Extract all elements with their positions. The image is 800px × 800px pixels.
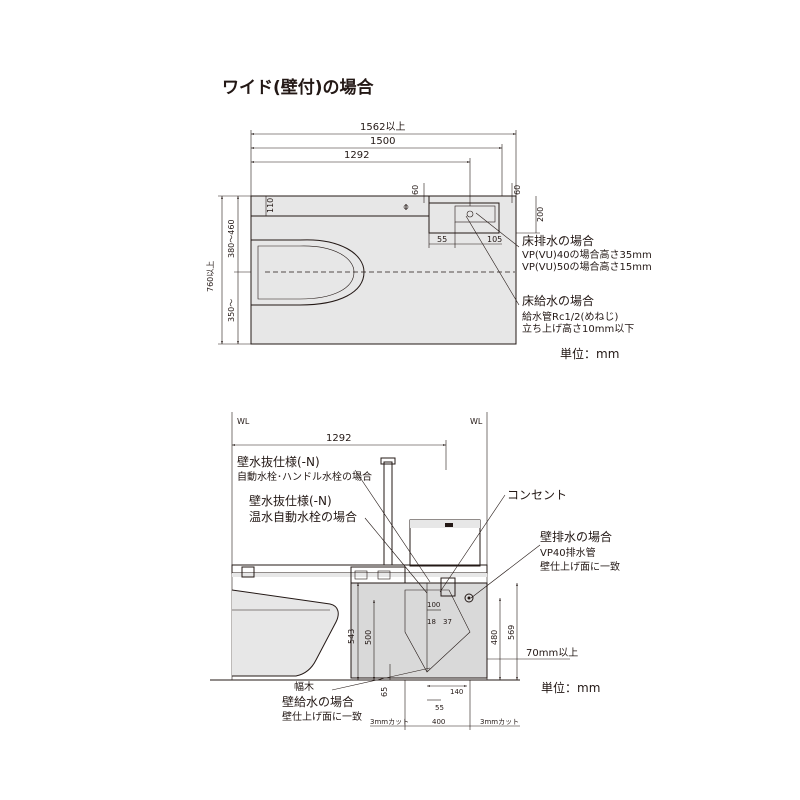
cut-left: 3mmカット [370,718,409,726]
elev-dim-140: 140 [450,688,463,696]
dim-380-460: 380～460 [227,219,236,258]
dim-60-left: 60 [411,185,420,195]
dim-200: 200 [536,207,545,222]
elev-dim-500: 500 [364,630,373,645]
floor-supply-note-1: 給水管Rc1/2(めねじ) [522,310,618,323]
elev-dim-65: 65 [380,687,389,697]
wall-supply-title: 壁給水の場合 [282,694,354,709]
elev-dim-55: 55 [435,704,444,712]
elev-dim-100: 100 [427,601,440,609]
wall-drain-note-2: 壁仕上げ面に一致 [540,560,620,573]
wl-right-label: WL [470,417,483,426]
plan-sink-box [428,202,500,234]
dim-1292: 1292 [344,150,369,161]
elev-dim-70: 70mm以上 [526,647,578,659]
elev-dim-569: 569 [507,625,516,640]
wall-n2-sub: 温水自動水栓の場合 [249,509,357,524]
dim-55: 55 [437,235,447,244]
wall-drain-title: 壁排水の場合 [540,529,612,544]
dim-105: 105 [487,235,502,244]
elev-dim-37: 37 [443,618,452,626]
floor-drain-title: 床排水の場合 [522,233,594,248]
dim-350: 350～ [227,299,236,322]
wall-n2-title: 壁水抜仕様(-N) [249,493,332,508]
dim-760: 760以上 [206,261,215,292]
plan-view: 1562以上 1500 1292 60 60 110 200 55 105 76… [206,121,652,361]
dim-60-right: 60 [513,185,522,195]
elev-dim-543: 543 [347,629,356,644]
wall-n1-title: 壁水抜仕様(-N) [237,454,320,469]
wall-drain-note-1: VP40排水管 [540,546,596,559]
elev-dim-480: 480 [490,630,499,645]
dim-110: 110 [266,198,275,213]
floor-drain-note-2: VP(VU)50の場合高さ15mm [522,260,652,273]
wl-left-label: WL [237,417,250,426]
wall-supply-sub: 壁仕上げ面に一致 [282,710,362,723]
baseboard-label: 幅木 [294,680,314,693]
elev-dim-1292: 1292 [326,433,351,444]
elev-dim-400: 400 [432,718,445,726]
elevation-view: WL WL 1292 100 [210,412,620,730]
elev-toilet [232,590,339,676]
page-title: ワイド(壁付)の場合 [222,77,375,98]
floor-supply-note-2: 立ち上げ高さ10mm以下 [522,322,634,335]
dim-1500: 1500 [370,136,395,147]
plan-cabinet [251,196,516,344]
elev-dim-18: 18 [427,618,436,626]
elev-unit-label: 単位：mm [541,680,600,695]
dim-1562: 1562以上 [360,121,405,133]
floor-drain-note-1: VP(VU)40の場合高さ35mm [522,248,652,261]
floor-supply-title: 床給水の場合 [522,293,594,308]
cut-right: 3mmカット [480,718,519,726]
outlet-label: コンセント [507,488,567,502]
plan-unit-label: 単位：mm [560,346,619,361]
wall-n1-sub: 自動水栓･ハンドル水栓の場合 [237,470,372,483]
